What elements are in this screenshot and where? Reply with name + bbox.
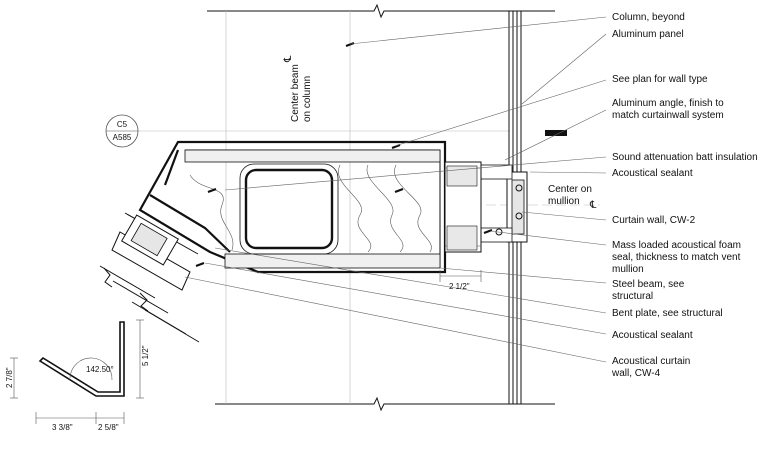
note-foam-seal-3: mullion (612, 264, 644, 275)
note-wall-type: See plan for wall type (612, 74, 708, 85)
center-mullion-line-1: Center on (548, 184, 592, 195)
gap-dimension: 2 1/2" (439, 270, 482, 291)
note-curtain-wall-cw2: Curtain wall, CW-2 (612, 215, 696, 226)
note-column-beyond: Column, beyond (612, 12, 685, 23)
note-aluminum-panel: Aluminum panel (612, 29, 684, 40)
dim-angle-degrees: 142.50° (86, 365, 114, 374)
centerline-symbol-mullion: ℄ (589, 200, 597, 211)
center-beam-line-2: on column (302, 76, 313, 122)
beam-assembly (138, 140, 482, 274)
curtain-wall-cw4 (99, 212, 200, 343)
dim-gap: 2 1/2" (449, 282, 470, 291)
dim-base-right: 2 5/8" (98, 423, 119, 432)
section-tag[interactable]: C5 A585 (105, 114, 139, 148)
note-aluminum-angle-1: Aluminum angle, finish to (612, 98, 724, 109)
center-beam-label: Center beam on column (290, 64, 313, 122)
note-steel-beam-2: structural (612, 291, 653, 302)
note-acoustical-cw4-1: Acoustical curtain (612, 356, 690, 367)
dim-base-left: 3 3/8" (52, 423, 73, 432)
note-bent-plate: Bent plate, see structural (612, 308, 723, 319)
note-foam-seal-2: seal, thickness to match vent (612, 252, 741, 263)
break-lines (207, 3, 555, 412)
note-foam-seal-1: Mass loaded acoustical foam (612, 240, 741, 251)
callout-notes: Column, beyond Aluminum panel See plan f… (611, 12, 758, 379)
centerline-symbol-beam: ℄ (283, 55, 294, 63)
center-beam-line-1: Center beam (290, 64, 301, 122)
note-aluminum-angle-2: match curtainwall system (612, 110, 724, 121)
note-acoustical-sealant-top: Acoustical sealant (612, 168, 693, 179)
section-tag-sheet: A585 (113, 133, 132, 142)
note-batt-insulation: Sound attenuation batt insulation (612, 152, 758, 163)
note-steel-beam-1: Steel beam, see (612, 279, 685, 290)
note-acoustical-sealant-bottom: Acoustical sealant (612, 330, 693, 341)
centerlines (130, 11, 600, 404)
leader-lines (184, 16, 607, 363)
section-tag-id: C5 (117, 120, 128, 129)
dim-angle-leg: 2 7/8" (5, 367, 14, 388)
note-acoustical-cw4-2: wall, CW-4 (611, 368, 661, 379)
bent-angle-detail: 142.50° 5 1/2" 2 7/8" 3 3/8" 2 5/8" (5, 319, 150, 432)
dim-angle-height: 5 1/2" (141, 345, 150, 366)
center-mullion-line-2: mullion (548, 196, 580, 207)
curtain-wall-cw2 (479, 11, 528, 404)
